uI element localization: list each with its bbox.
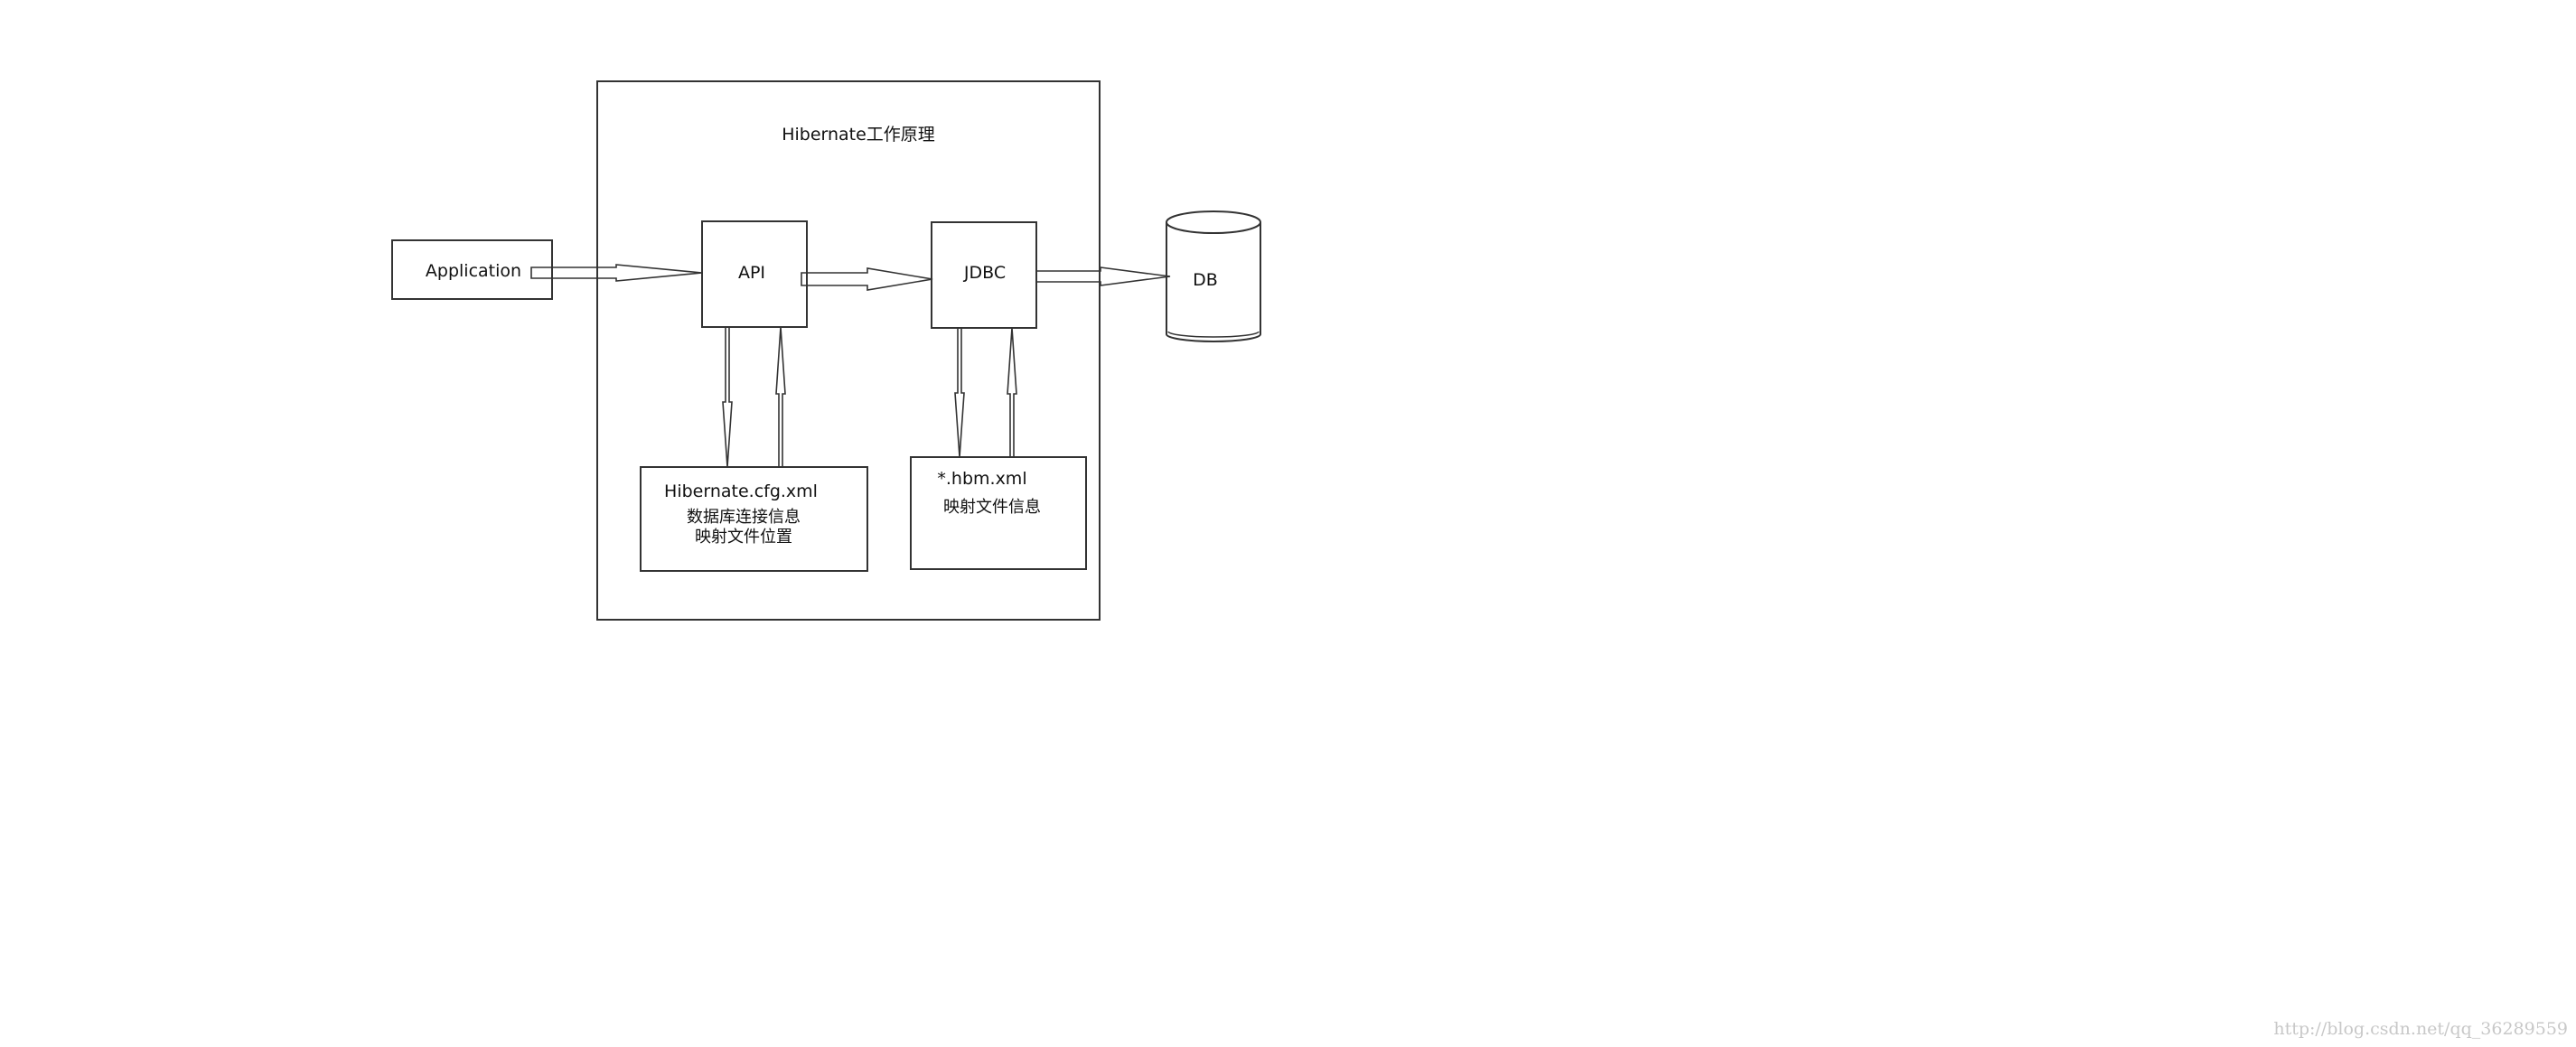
application-box xyxy=(391,239,553,300)
arrow-jdbc-to-hbm xyxy=(954,327,965,458)
arrow-api-to-jdbc xyxy=(801,267,933,291)
arrow-jdbc-to-db xyxy=(1035,266,1171,286)
arrow-api-to-cfg xyxy=(722,326,733,468)
api-label: API xyxy=(738,263,765,283)
jdbc-label: JDBC xyxy=(963,263,1006,283)
db-cylinder: DB xyxy=(1166,210,1261,342)
cfg-xml-box xyxy=(640,466,868,572)
cfg-xml-line-2: 映射文件位置 xyxy=(695,528,792,547)
diagram-title: Hibernate工作原理 xyxy=(782,125,935,145)
arrow-hbm-to-jdbc xyxy=(1007,327,1017,458)
arrow-application-to-api xyxy=(530,264,703,282)
hibernate-frame xyxy=(596,80,1101,621)
api-box xyxy=(701,220,808,328)
hbm-xml-title: *.hbm.xml xyxy=(937,469,1026,489)
hbm-xml-box xyxy=(910,456,1087,570)
application-label: Application xyxy=(426,261,521,281)
arrow-cfg-to-api xyxy=(775,326,786,468)
watermark: http://blog.csdn.net/qq_36289559 xyxy=(2273,1019,2568,1039)
db-label: DB xyxy=(1193,270,1218,290)
cfg-xml-line-1: 数据库连接信息 xyxy=(687,508,801,527)
cfg-xml-title: Hibernate.cfg.xml xyxy=(664,481,818,501)
hbm-xml-line-1: 映射文件信息 xyxy=(943,498,1041,517)
